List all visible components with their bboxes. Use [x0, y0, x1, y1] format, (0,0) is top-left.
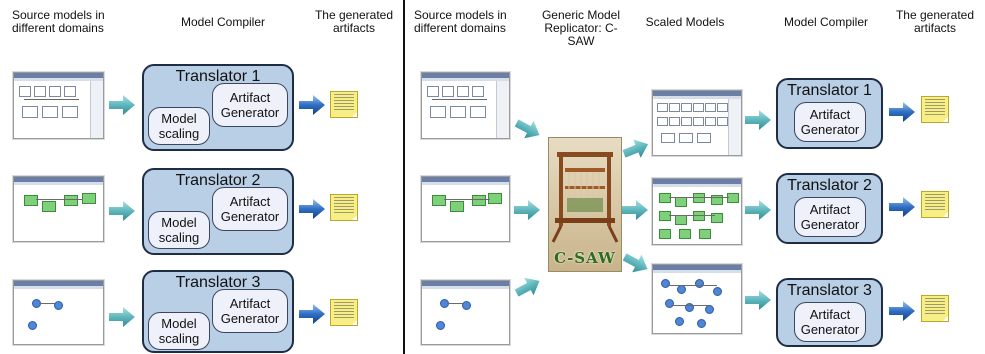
right-source-model-1	[421, 72, 510, 139]
right-header-scaled: Scaled Models	[645, 15, 725, 29]
left-translator-1-artifact-generator: Artifact Generator	[212, 83, 288, 127]
right-header-replicator: Generic Model Replicator: C-SAW	[541, 8, 621, 48]
csaw-replicator-image: C-SAW	[548, 137, 622, 272]
right-translator-3: Translator 3 Artifact Generator	[776, 278, 883, 347]
scaled-arrow-3	[744, 290, 772, 310]
right-source-model-2	[421, 176, 510, 242]
right-header-compiler: Model Compiler	[783, 15, 869, 29]
left-translator-1: Translator 1 Artifact Generator Model sc…	[142, 64, 294, 151]
right-source-model-3	[421, 280, 510, 345]
right-translator-2: Translator 2 Artifact Generator	[776, 173, 883, 244]
csaw-logo-text: C-SAW	[554, 249, 616, 267]
right-arrow-output-3	[888, 301, 916, 321]
loom-icon	[551, 152, 619, 243]
left-arrow-output-1	[298, 95, 326, 115]
left-header-source: Source models in different domains	[12, 8, 105, 35]
right-arrow-output-1	[888, 102, 916, 122]
csaw-arrow-out-3	[622, 252, 650, 274]
left-header-artifacts: The generated artifacts	[314, 8, 394, 35]
left-artifact-note-3	[330, 299, 358, 326]
right-arrow-source-1	[512, 118, 544, 140]
right-translator-1-name: Translator 1	[787, 82, 872, 99]
left-arrow-source-2	[108, 201, 136, 221]
scaled-model-1	[652, 90, 742, 156]
right-translator-1-artifact-generator: Artifact Generator	[794, 102, 866, 142]
csaw-arrow-out-1	[622, 138, 650, 160]
right-translator-2-artifact-generator: Artifact Generator	[794, 197, 866, 237]
left-artifact-note-1	[330, 91, 358, 118]
scaled-arrow-1	[744, 110, 772, 130]
left-translator-1-name: Translator 1	[175, 68, 261, 85]
left-header-compiler: Model Compiler	[180, 15, 266, 29]
left-arrow-source-1	[108, 95, 136, 115]
scaled-model-2	[652, 178, 742, 245]
left-source-model-2	[13, 176, 104, 242]
left-translator-3: Translator 3 Artifact Generator Model sc…	[142, 270, 294, 353]
left-translator-2-model-scaling: Model scaling	[148, 211, 210, 249]
csaw-arrow-out-2	[622, 200, 648, 220]
left-translator-2-artifact-generator: Artifact Generator	[212, 187, 288, 231]
right-translator-3-name: Translator 3	[787, 282, 872, 299]
left-translator-3-model-scaling: Model scaling	[148, 312, 210, 350]
right-header-artifacts: The generated artifacts	[895, 8, 975, 35]
right-artifact-note-1	[921, 96, 949, 123]
right-translator-1: Translator 1 Artifact Generator	[776, 78, 883, 149]
left-artifact-note-2	[330, 194, 358, 221]
left-source-model-1	[13, 72, 104, 139]
left-arrow-output-2	[298, 199, 326, 219]
left-translator-3-artifact-generator: Artifact Generator	[212, 289, 288, 333]
left-translator-3-name: Translator 3	[175, 274, 261, 291]
left-translator-2: Translator 2 Artifact Generator Model sc…	[142, 168, 294, 255]
scaled-arrow-2	[744, 200, 772, 220]
left-translator-2-name: Translator 2	[175, 172, 261, 189]
left-arrow-source-3	[108, 307, 136, 327]
left-source-model-3	[13, 280, 104, 345]
scaled-model-3	[652, 264, 742, 334]
right-header-source: Source models in different domains	[414, 8, 507, 35]
right-arrow-output-2	[888, 197, 916, 217]
left-arrow-output-3	[298, 304, 326, 324]
left-translator-1-model-scaling: Model scaling	[148, 107, 210, 145]
right-arrow-source-3	[512, 276, 544, 298]
panel-divider	[403, 0, 405, 354]
right-translator-2-name: Translator 2	[787, 177, 872, 194]
right-arrow-source-2	[512, 200, 542, 220]
right-artifact-note-2	[921, 191, 949, 218]
right-translator-3-artifact-generator: Artifact Generator	[794, 302, 866, 342]
right-artifact-note-3	[921, 295, 949, 322]
